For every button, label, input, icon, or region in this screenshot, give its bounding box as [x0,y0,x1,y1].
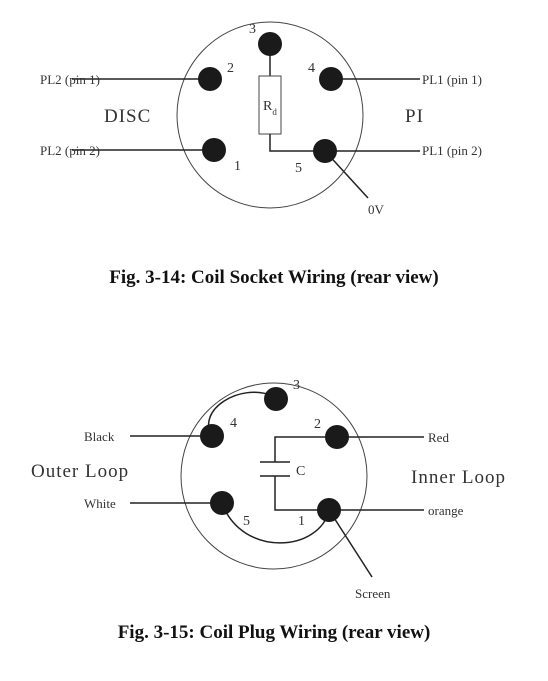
figure-caption: Fig. 3-15: Coil Plug Wiring (rear view) [117,622,431,643]
pin-number-4: 4 [230,416,237,431]
figure-coil-socket-wiring: Rd 3 2 4 1 5 DISC PI PL2 (pin 1) PL2 (pi… [0,0,548,340]
pin-number-2: 2 [227,61,234,76]
pin-4 [319,67,343,91]
pin-number-1: 1 [234,159,241,174]
side-label-inner-loop: Inner Loop [411,467,506,488]
capacitor-label: C [296,464,305,479]
pin-number-5: 5 [295,161,302,176]
pin-1 [202,138,226,162]
socket-outline [176,21,364,209]
label-pl2-pin2: PL2 (pin 2) [40,143,100,158]
resistor-lead-bottom [269,134,325,152]
loop-wire-5-1 [221,502,330,544]
pin-2 [325,425,349,449]
pin-number-4: 4 [308,61,315,76]
figure-coil-plug-wiring: C 3 4 2 5 1 Outer Loop Inner Loop Black … [0,340,548,681]
capacitor-lead-bottom [274,476,329,511]
pin-4 [200,424,224,448]
pin-number-3: 3 [293,378,300,393]
pin-5 [313,139,337,163]
pin-number-2: 2 [314,417,321,432]
side-label-disc: DISC [104,106,151,127]
figure-caption: Fig. 3-14: Coil Socket Wiring (rear view… [109,267,439,288]
plug-outline [180,382,368,570]
label-black: Black [84,429,115,444]
capacitor-lead-top [274,436,337,462]
pin-number-5: 5 [243,514,250,529]
pin-number-1: 1 [298,514,305,529]
pin-3 [264,387,288,411]
label-orange: orange [428,503,464,518]
label-pl1-pin1: PL1 (pin 1) [422,72,482,87]
pin-3 [258,32,282,56]
wire-screen [328,509,373,578]
resistor-label: Rd [263,99,277,117]
label-zero-volt: 0V [368,202,385,217]
side-label-outer-loop: Outer Loop [31,461,129,482]
label-pl2-pin1: PL2 (pin 1) [40,72,100,87]
label-pl1-pin2: PL1 (pin 2) [422,143,482,158]
side-label-pi: PI [405,106,424,127]
pin-number-3: 3 [249,22,256,37]
label-screen: Screen [355,586,391,601]
pin-1 [317,498,341,522]
label-white: White [84,496,116,511]
label-red: Red [428,430,449,445]
pin-5 [210,491,234,515]
coil-plug-diagram: C 3 4 2 5 1 Outer Loop Inner Loop Black … [31,378,506,601]
pin-2 [198,67,222,91]
coil-socket-diagram: Rd 3 2 4 1 5 DISC PI PL2 (pin 1) PL2 (pi… [40,21,482,217]
